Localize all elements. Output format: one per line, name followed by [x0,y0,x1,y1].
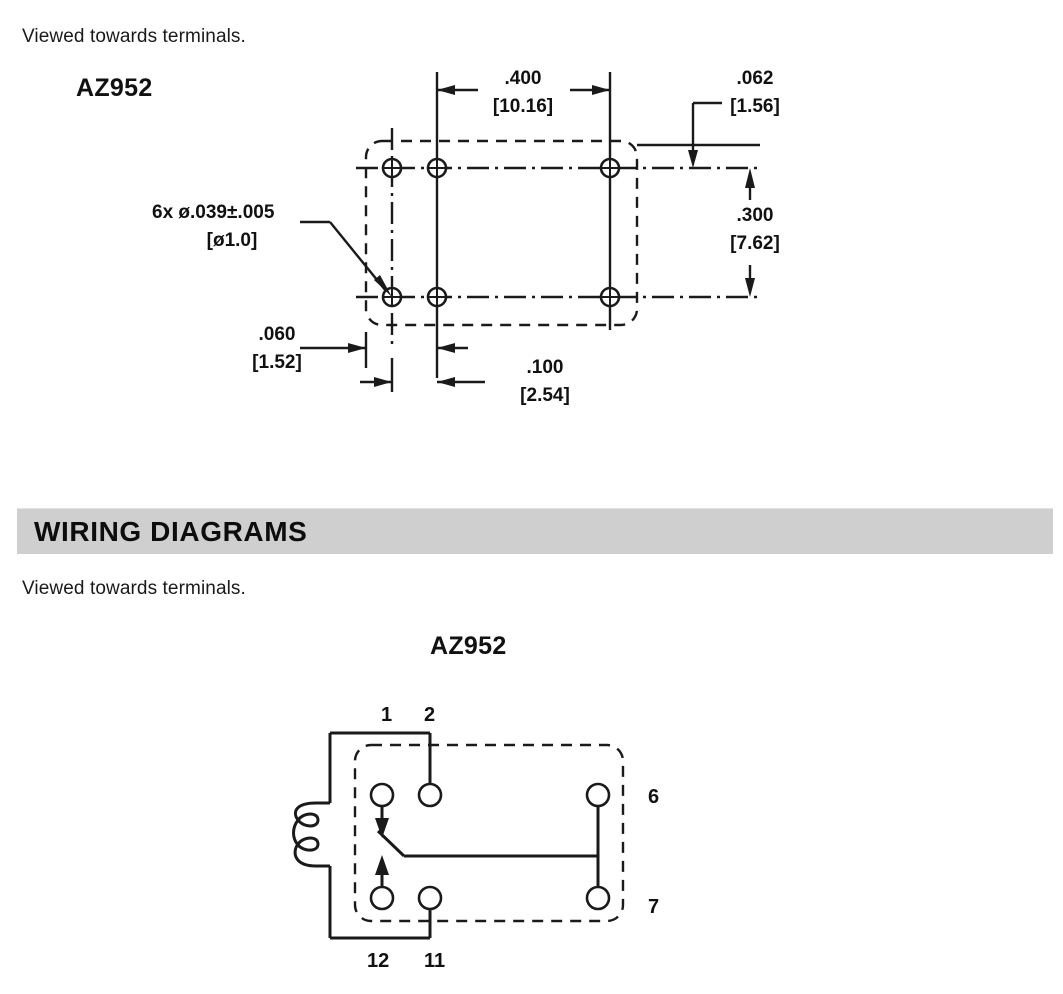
terminal-circle-12 [369,885,395,911]
terminal-circle-7 [585,885,611,911]
terminal-label-7: 7 [648,896,660,918]
hole-callout-leader [300,220,392,297]
wiring-diagrams-title: WIRING DIAGRAMS [34,516,308,547]
pcb-hole [599,157,621,179]
terminal-circle-11 [417,885,443,911]
terminal-circle-2 [417,782,443,808]
dim-400-mm: [10.16] [492,96,554,117]
pcb-hole [381,157,403,179]
wiring-view-note: Viewed towards terminals. [22,578,246,599]
terminal-label-2: 2 [424,704,436,726]
pcb-hole [426,157,448,179]
hole-callout-line2: [ø1.0] [206,230,258,251]
contact-arrow-no [375,855,389,887]
terminal-label-1: 1 [381,704,393,726]
dim-100-mm: [2.54] [520,385,570,406]
dim-400-inch: .400 [504,68,542,89]
pcb-view-note: Viewed towards terminals. [22,26,246,47]
pcb-body-outline [364,139,639,327]
contact-armature [376,829,598,858]
coil-circuit-path [316,731,432,940]
terminal-label-12: 12 [367,950,390,972]
relay-body-outline [353,743,625,923]
dim-062-inch: .062 [736,68,774,89]
pcb-hole [426,286,448,308]
wiring-diagrams-banner: WIRING DIAGRAMS [17,508,1053,554]
relay-coil [292,801,320,868]
dim-060-mm: [1.52] [252,352,302,373]
contact-arrow-nc [375,806,389,838]
hole-callout-line1: 6x ø.039±.005 [152,202,275,223]
dim-060-inch: .060 [258,324,296,345]
wiring-part-label: AZ952 [430,632,507,660]
dim-arrow-100 [437,343,485,387]
terminal-circle-6 [585,782,611,808]
pcb-part-label: AZ952 [76,74,153,102]
pcb-hole [381,286,403,308]
terminal-label-11: 11 [424,950,446,972]
dim-300-inch: .300 [736,205,774,226]
dim-300-mm: [7.62] [730,233,780,254]
dim-062-mm: [1.56] [730,96,780,117]
dim-100-inch: .100 [526,357,564,378]
terminal-label-6: 6 [648,786,660,808]
terminal-circle-1 [369,782,395,808]
pcb-hole [599,286,621,308]
